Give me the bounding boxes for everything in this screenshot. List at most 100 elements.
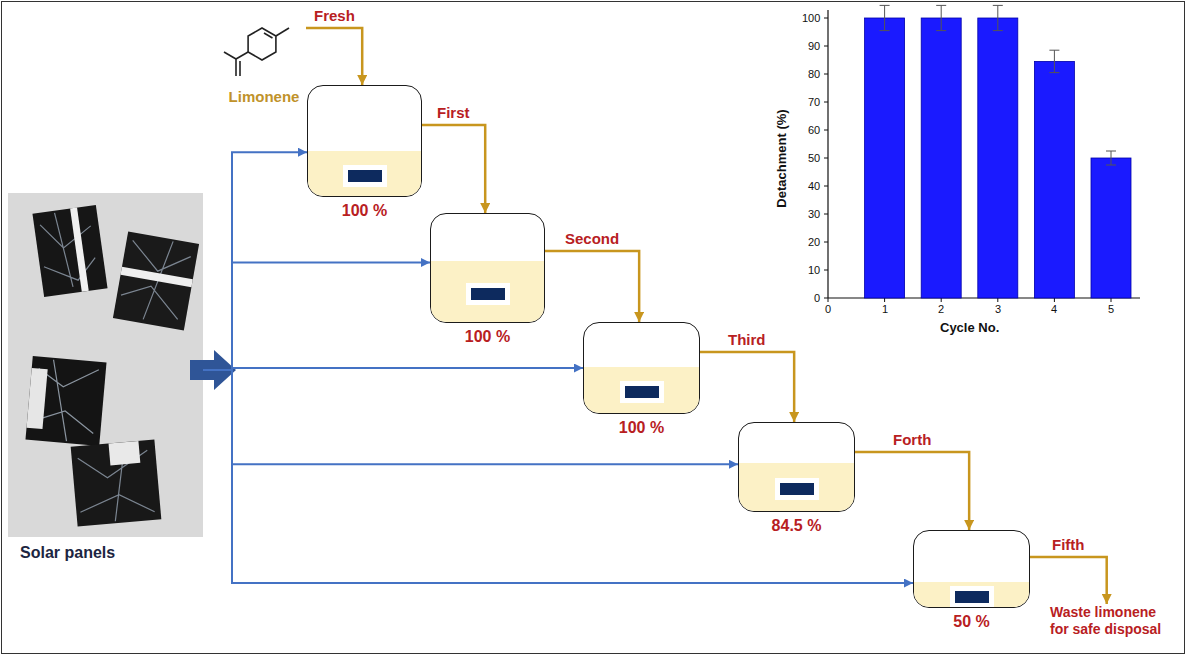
limonene-structure bbox=[224, 28, 289, 76]
detachment-percent: 84.5 % bbox=[738, 516, 855, 536]
connector-group bbox=[203, 28, 1107, 604]
sample-holder bbox=[466, 283, 510, 305]
limonene-flow-arrow bbox=[700, 352, 794, 422]
limonene-flow-arrow bbox=[422, 125, 485, 213]
panel-piece bbox=[25, 356, 106, 446]
cycle-label: Third bbox=[726, 331, 768, 349]
y-ticks bbox=[824, 18, 828, 298]
panel-piece bbox=[32, 205, 107, 297]
tick-label: 0 bbox=[814, 292, 820, 305]
detachment-bar bbox=[921, 18, 961, 298]
panel-feed-arrow bbox=[203, 370, 913, 583]
beaker-outline bbox=[307, 85, 422, 197]
panel-piece bbox=[71, 439, 162, 526]
panel-cell bbox=[113, 231, 199, 330]
beaker-outline bbox=[583, 322, 700, 414]
tick-label: 90 bbox=[808, 40, 820, 53]
panel-sample bbox=[955, 591, 989, 603]
disposal-text: Waste limonene for safe disposal bbox=[1050, 604, 1176, 638]
detachment-bar bbox=[865, 18, 905, 298]
cycle-label: Forth bbox=[891, 431, 933, 449]
detachment-bar bbox=[1034, 61, 1074, 298]
panel-feed-arrow bbox=[203, 368, 583, 370]
limonene-flow-arrow bbox=[545, 251, 639, 322]
cycle-label: Fresh bbox=[312, 7, 357, 25]
beaker-outline bbox=[738, 422, 855, 512]
y-axis bbox=[827, 10, 828, 298]
cycle-label: Fifth bbox=[1050, 536, 1086, 554]
tick-label: 20 bbox=[808, 236, 820, 249]
sample-holder bbox=[950, 586, 994, 608]
panel-feed-arrow bbox=[203, 263, 430, 371]
substituent-bond bbox=[236, 52, 248, 59]
x-ticks bbox=[828, 298, 1111, 302]
sample-holder bbox=[620, 381, 664, 403]
detachment-percent: 50 % bbox=[913, 612, 1030, 632]
tick-label: 5 bbox=[1108, 303, 1114, 316]
solar-panel-photo bbox=[8, 193, 203, 537]
tick-label: 1 bbox=[882, 303, 888, 316]
error-bar bbox=[880, 5, 1116, 165]
panel-sample bbox=[625, 386, 659, 398]
solar-panels-node: Solar panels bbox=[8, 193, 203, 563]
detachment-chart bbox=[824, 5, 1140, 302]
limonene-flow-arrow bbox=[1030, 557, 1107, 604]
limonene-flow-arrow bbox=[306, 28, 362, 85]
photo-ground bbox=[8, 193, 203, 537]
ring-bond bbox=[248, 28, 276, 60]
panel-shine bbox=[109, 441, 141, 466]
panel-crack bbox=[37, 208, 99, 290]
methyl-bond bbox=[276, 28, 289, 36]
beaker-outline bbox=[913, 530, 1030, 608]
panel-tab bbox=[70, 208, 89, 292]
double-bond bbox=[235, 59, 237, 76]
cycle-label: First bbox=[435, 104, 472, 122]
panel-cell bbox=[25, 356, 106, 446]
panel-sample bbox=[348, 170, 382, 182]
methyl-bond bbox=[224, 52, 236, 59]
axis-title: Detachment (%) bbox=[774, 109, 789, 207]
tick-label: 30 bbox=[808, 208, 820, 221]
tick-label: 10 bbox=[808, 264, 820, 277]
beaker-node: 100 % bbox=[430, 213, 545, 347]
axis-title: Cycle No. bbox=[940, 320, 999, 335]
beaker-node: 84.5 % bbox=[738, 422, 855, 536]
detachment-percent: 100 % bbox=[307, 201, 422, 221]
beaker-outline bbox=[430, 213, 545, 323]
detachment-percent: 100 % bbox=[583, 418, 700, 438]
panel-caption: Solar panels bbox=[8, 543, 203, 563]
limonene-flow-arrow bbox=[855, 452, 969, 530]
detachment-bar bbox=[978, 18, 1018, 298]
panel-feed-arrow bbox=[203, 152, 307, 370]
panel-cell bbox=[32, 205, 107, 297]
limonene-node: Limonene bbox=[222, 6, 306, 106]
double-bond bbox=[264, 33, 273, 38]
detachment-bar bbox=[1091, 158, 1131, 298]
panel-sample bbox=[471, 288, 505, 300]
beaker-node: 50 % bbox=[913, 530, 1030, 632]
tick-label: 3 bbox=[995, 303, 1001, 316]
panel-tab bbox=[121, 267, 193, 287]
panel-feed-arrow bbox=[203, 370, 738, 464]
tick-label: 100 bbox=[802, 12, 820, 25]
beaker-node: 100 % bbox=[307, 85, 422, 221]
cycle-label: Second bbox=[563, 230, 621, 248]
disposal-node: Waste limonene for safe disposal bbox=[1050, 604, 1176, 638]
sample-holder bbox=[343, 165, 387, 187]
panel-crack bbox=[118, 234, 193, 326]
tick-label: 0 bbox=[825, 303, 831, 316]
panel-cell bbox=[71, 439, 162, 526]
tick-label: 2 bbox=[938, 303, 944, 316]
beaker-node: 100 % bbox=[583, 322, 700, 438]
panel-sample bbox=[780, 483, 814, 495]
tick-label: 4 bbox=[1051, 303, 1057, 316]
compound-name: Limonene bbox=[222, 88, 306, 106]
double-bond bbox=[239, 61, 241, 76]
tick-label: 40 bbox=[808, 180, 820, 193]
detachment-percent: 100 % bbox=[430, 327, 545, 347]
tick-label: 50 bbox=[808, 152, 820, 165]
panel-piece bbox=[113, 231, 199, 330]
